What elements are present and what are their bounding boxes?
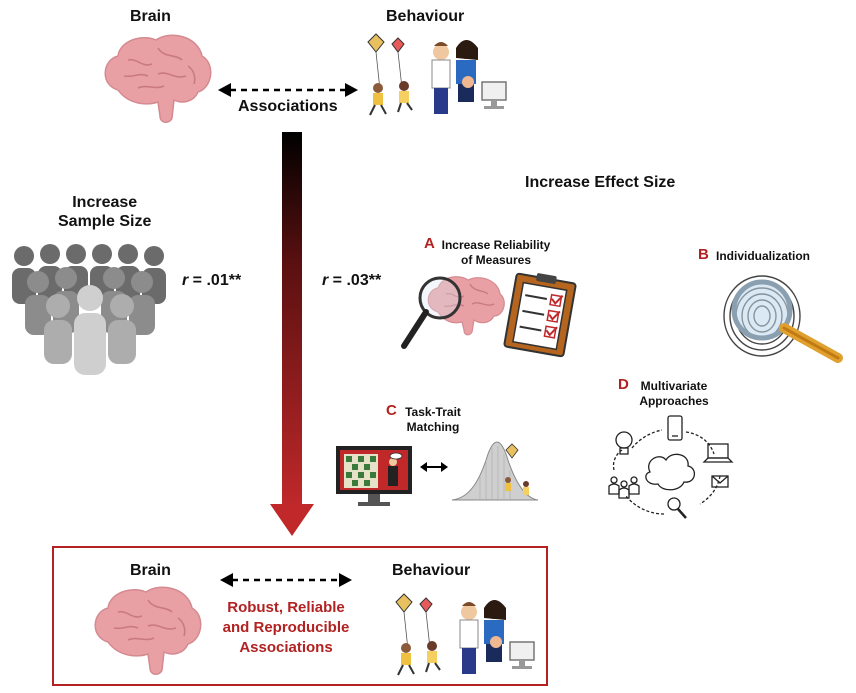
option-c-line1: Task-Trait (405, 405, 461, 419)
result-text: Robust, Reliable and Reproducible Associ… (208, 598, 364, 658)
bottom-brain-label: Brain (130, 562, 171, 579)
multivariate-network-icon (608, 415, 734, 519)
option-d-letter: D (618, 376, 629, 393)
association-arrow-top (218, 83, 358, 97)
top-brain-label: Brain (130, 8, 171, 25)
option-c-label: Task-Trait Matching (400, 405, 466, 435)
central-gradient-arrow (270, 132, 314, 536)
magnifier-brain-icon (401, 276, 505, 349)
option-a-line1: Increase Reliability (441, 238, 551, 252)
r-right-number: = .03** (328, 272, 382, 289)
result-line1: Robust, Reliable (227, 599, 345, 616)
bottom-behaviour-label: Behaviour (392, 562, 471, 579)
r-left-number: = .01** (188, 272, 242, 289)
clipboard-checklist-icon (503, 272, 577, 358)
sample-size-line2: Sample Size (58, 213, 152, 230)
result-line2: and Reproducible (222, 619, 350, 636)
option-d-label: Multivariate Approaches (634, 379, 714, 409)
option-a-letter: A (424, 235, 435, 252)
task-monitor-icon (336, 446, 412, 506)
option-b-label: Individualization (716, 249, 811, 263)
option-a-label: Increase Reliability of Measures (440, 238, 552, 268)
option-d-line1: Multivariate (640, 379, 708, 393)
sample-size-line1: Increase (72, 194, 138, 211)
bottom-brain-icon (94, 586, 202, 675)
bottom-behaviour-people-illustration (395, 593, 535, 676)
r-right-value: r = .03** (322, 272, 381, 290)
behaviour-people-illustration (367, 33, 507, 116)
top-brain-icon (104, 34, 212, 123)
fingerprint-magnifier-icon (723, 275, 843, 363)
top-behaviour-label: Behaviour (386, 8, 465, 25)
crowd-people-icon (12, 244, 166, 375)
r-left-value: r = .01** (182, 272, 241, 290)
sample-size-title: Increase Sample Size (58, 193, 151, 231)
effect-size-title: Increase Effect Size (525, 174, 676, 191)
option-b-letter: B (698, 246, 709, 263)
option-c-letter: C (386, 402, 397, 419)
trait-distribution-icon (451, 441, 539, 501)
option-c-line2: Matching (406, 420, 460, 434)
result-line3: Associations (239, 639, 333, 656)
option-d-line2: Approaches (639, 394, 709, 408)
r-right-variable: r (322, 272, 329, 289)
matching-double-arrow (420, 462, 448, 472)
association-arrow-bottom (220, 573, 352, 587)
top-associations-label: Associations (238, 98, 338, 115)
option-a-line2: of Measures (460, 253, 532, 267)
r-left-variable: r (182, 272, 189, 289)
result-box (52, 546, 548, 686)
